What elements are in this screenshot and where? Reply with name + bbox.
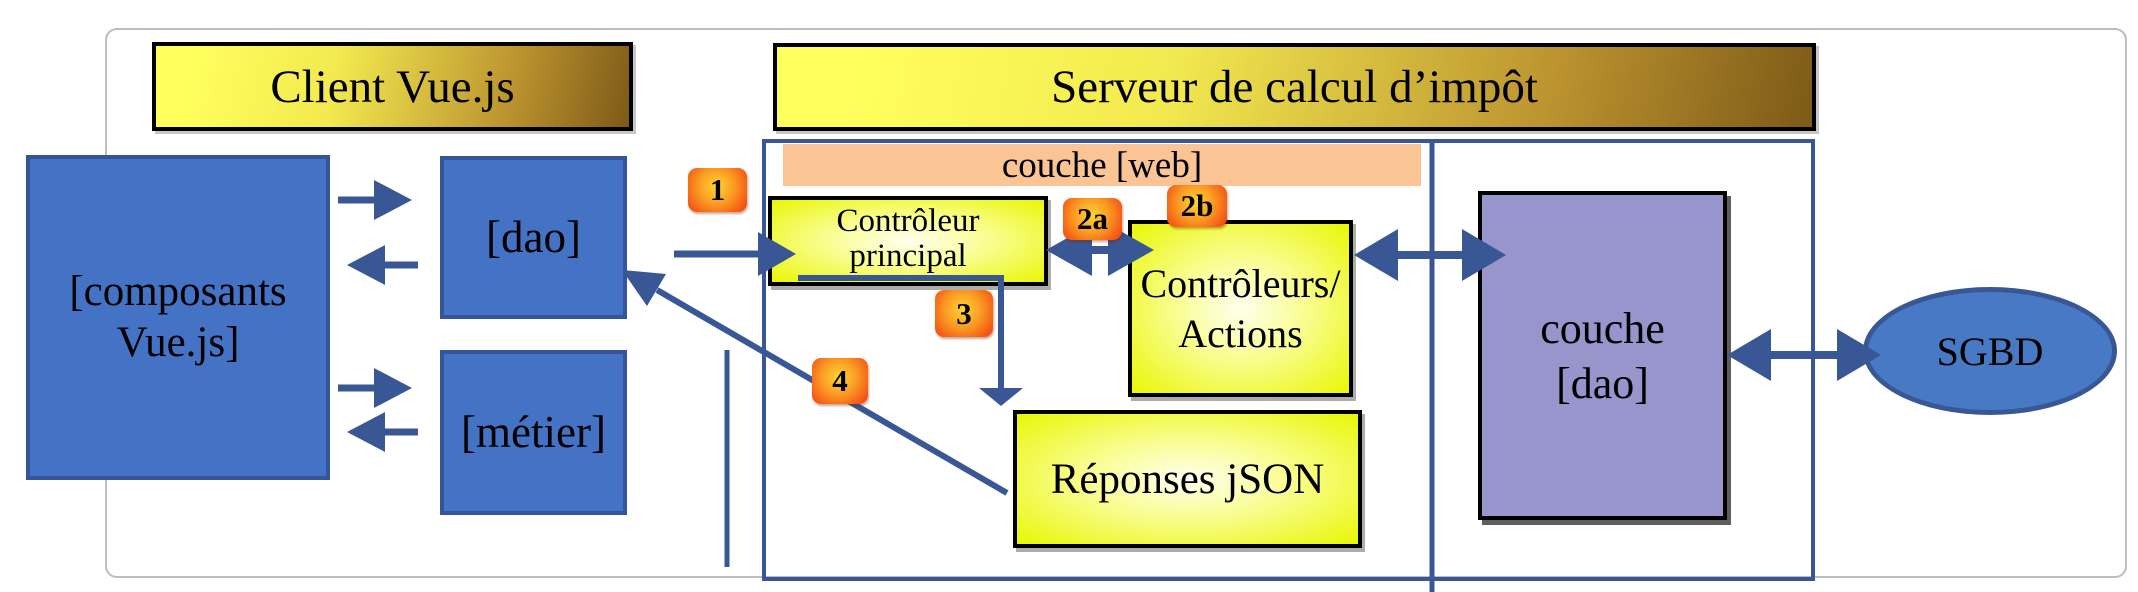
components-vuejs-box: [composants Vue.js] bbox=[26, 155, 330, 480]
client-header-banner: Client Vue.js bbox=[152, 42, 633, 131]
components-vuejs-label-line1: [composants bbox=[69, 267, 287, 315]
json-responses-label: Réponses jSON bbox=[1050, 455, 1325, 503]
client-metier-label: [métier] bbox=[461, 406, 606, 457]
web-layer-bar: couche [web] bbox=[783, 144, 1421, 186]
step-badge-3-label: 3 bbox=[956, 295, 972, 331]
step-badge-1-label: 1 bbox=[709, 172, 726, 207]
components-vuejs-label-line2: Vue.js] bbox=[116, 318, 240, 366]
client-dao-box: [dao] bbox=[440, 156, 627, 319]
controllers-actions-box: Contrôleurs/ Actions bbox=[1128, 220, 1353, 397]
client-metier-box: [métier] bbox=[440, 350, 627, 515]
step-badge-1: 1 bbox=[688, 168, 747, 212]
server-header-label: Serveur de calcul d’impôt bbox=[1051, 61, 1538, 113]
web-layer-label: couche [web] bbox=[1001, 144, 1203, 186]
dao-layer-box: couche [dao] bbox=[1478, 191, 1727, 520]
step-badge-4: 4 bbox=[812, 358, 868, 404]
json-responses-box: Réponses jSON bbox=[1013, 410, 1362, 548]
client-header-label: Client Vue.js bbox=[270, 60, 515, 113]
controllers-actions-label-line1: Contrôleurs/ bbox=[1140, 260, 1341, 306]
client-dao-label: [dao] bbox=[486, 211, 581, 262]
step-badge-4-label: 4 bbox=[832, 363, 848, 398]
sgbd-ellipse: SGBD bbox=[1863, 287, 2117, 415]
server-header-banner: Serveur de calcul d’impôt bbox=[773, 43, 1816, 131]
dao-layer-label-line2: [dao] bbox=[1556, 358, 1649, 408]
main-controller-label-line1: Contrôleur bbox=[836, 203, 980, 240]
step-badge-2b: 2b bbox=[1167, 185, 1227, 227]
step-badge-3: 3 bbox=[935, 290, 993, 337]
step-badge-2b-label: 2b bbox=[1180, 188, 1214, 223]
controllers-actions-label-line2: Actions bbox=[1178, 310, 1303, 356]
dao-layer-label-line1: couche bbox=[1540, 303, 1665, 353]
step-badge-2a: 2a bbox=[1063, 198, 1122, 240]
main-controller-box: Contrôleur principal bbox=[768, 196, 1048, 286]
main-controller-label-line2: principal bbox=[849, 238, 967, 274]
sgbd-label: SGBD bbox=[1936, 328, 2044, 374]
step-badge-2a-label: 2a bbox=[1077, 201, 1108, 236]
